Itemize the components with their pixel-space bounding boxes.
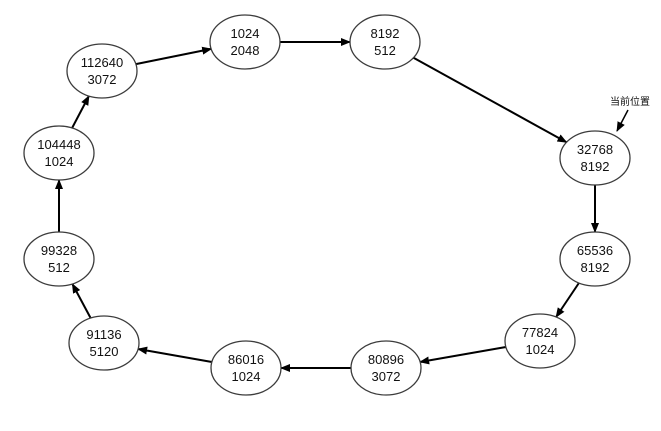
- list-node: 32768 8192: [559, 130, 631, 186]
- node-ellipse: [209, 14, 281, 70]
- node-ellipse: [559, 231, 631, 287]
- node-address: 77824: [522, 325, 558, 340]
- edge-arrow-n5-to-n6: [419, 346, 507, 365]
- node-size: 8192: [581, 260, 610, 275]
- current-position-pointer: 当前位置: [610, 95, 650, 132]
- list-node: 65536 8192: [559, 231, 631, 287]
- edge-arrow-n7-to-n8: [137, 346, 213, 363]
- list-node: 91136 5120: [68, 315, 140, 371]
- node-size: 512: [48, 260, 70, 275]
- node-ellipse: [68, 315, 140, 371]
- list-node: 80896 3072: [350, 340, 422, 396]
- node-address: 104448: [37, 137, 80, 152]
- edge-arrow-n10-to-n11: [71, 95, 90, 129]
- list-node: 8192 512: [349, 14, 421, 70]
- edge-arrow-n4-to-n5: [555, 282, 580, 318]
- list-node: 99328 512: [23, 231, 95, 287]
- node-size: 512: [374, 43, 396, 58]
- node-ellipse: [210, 340, 282, 396]
- edge-arrow-n8-to-n9: [71, 283, 92, 319]
- current-position-label: 当前位置: [610, 95, 650, 108]
- node-ellipse: [66, 43, 138, 99]
- node-size: 1024: [45, 154, 74, 169]
- list-node: 77824 1024: [504, 313, 576, 369]
- edges: [55, 38, 599, 372]
- node-address: 32768: [577, 142, 613, 157]
- node-address: 86016: [228, 352, 264, 367]
- node-size: 3072: [88, 72, 117, 87]
- list-node: 104448 1024: [23, 125, 95, 181]
- node-ellipse: [504, 313, 576, 369]
- node-size: 1024: [232, 369, 261, 384]
- node-address: 1024: [231, 26, 260, 41]
- node-address: 99328: [41, 243, 77, 258]
- list-node: 112640 3072: [66, 43, 138, 99]
- node-ellipse: [23, 231, 95, 287]
- node-address: 8192: [371, 26, 400, 41]
- node-ellipse: [559, 130, 631, 186]
- node-size: 2048: [231, 43, 260, 58]
- node-size: 8192: [581, 159, 610, 174]
- node-address: 112640: [81, 55, 123, 70]
- node-address: 80896: [368, 352, 404, 367]
- node-address: 65536: [577, 243, 613, 258]
- node-size: 5120: [90, 344, 119, 359]
- list-node: 1024 2048: [209, 14, 281, 70]
- node-size: 3072: [372, 369, 401, 384]
- edge-arrow-n2-to-n3: [413, 56, 568, 144]
- edge-arrow-n11-to-n1: [135, 46, 213, 66]
- current-position-arrow: [616, 109, 629, 132]
- nodes: 1024 2048 8192 512 32768 8192 65536 8192 77824 10…: [23, 14, 631, 396]
- node-ellipse: [349, 14, 421, 70]
- node-address: 91136: [86, 327, 121, 342]
- list-node: 86016 1024: [210, 340, 282, 396]
- node-ellipse: [23, 125, 95, 181]
- node-ellipse: [350, 340, 422, 396]
- node-size: 1024: [526, 342, 555, 357]
